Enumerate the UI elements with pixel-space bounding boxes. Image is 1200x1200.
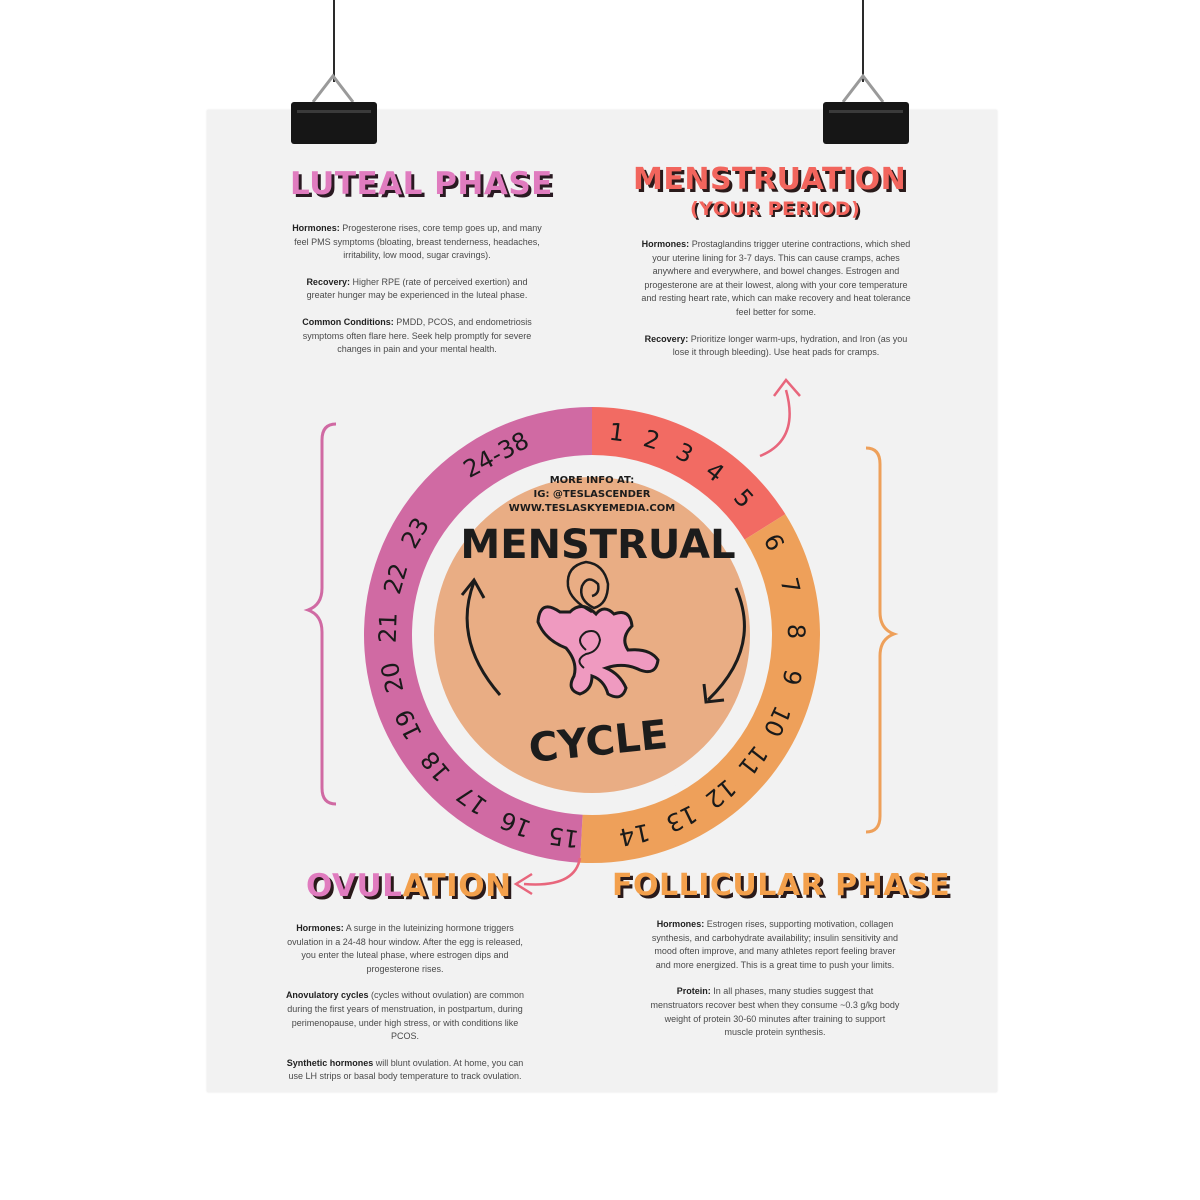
menstruation-hormones: Hormones: Prostaglandins trigger uterine…	[641, 239, 911, 317]
follicular-phase-title: FOLLICULAR PHASE	[612, 868, 951, 903]
ovulation-synthetic: Synthetic hormones will blunt ovulation.…	[286, 1057, 524, 1082]
cycle-arrowhead-right	[702, 683, 725, 704]
hanging-string-left	[333, 0, 335, 82]
ovulation-pointer-arrow	[523, 857, 582, 886]
info-line-3: WWW.TESLASKYEMEDIA.COM	[509, 503, 675, 514]
follicular-bracket	[865, 446, 899, 834]
cycle-arrow-left	[465, 581, 502, 696]
ovulation-title: OVULATION	[306, 868, 512, 904]
menstruation-title: MENSTRUATION	[633, 162, 907, 197]
menstruation-pointer-arrow	[759, 389, 791, 458]
cycle-arrowhead-left	[460, 577, 486, 599]
follicular-hormones: Hormones: Estrogen rises, supporting mot…	[651, 919, 899, 970]
luteal-text-block: Hormones: Progesterone rises, core temp …	[292, 222, 542, 370]
luteal-phase-title: LUTEAL PHASE	[290, 166, 553, 202]
day-label-20: 20	[376, 660, 410, 696]
luteal-conditions: Common Conditions: PMDD, PCOS, and endom…	[302, 316, 532, 355]
day-label-1: 1	[608, 418, 627, 448]
binder-clip-right	[823, 102, 909, 144]
day-label-7: 7	[775, 575, 806, 597]
cycle-arrow-right	[706, 587, 746, 702]
menstruation-subtitle: (YOUR PERIOD)	[690, 198, 861, 220]
follicular-protein: Protein: In all phases, many studies sug…	[650, 986, 900, 1038]
day-label-9: 9	[776, 667, 807, 688]
info-line-2: IG: @TESLASCENDER	[534, 489, 651, 500]
luteal-hormones: Hormones: Progesterone rises, core temp …	[292, 223, 542, 261]
ovulation-text-block: Hormones: A surge in the luteinizing hor…	[280, 922, 530, 1097]
uterus-icon	[536, 560, 660, 699]
day-label-8: 8	[782, 624, 810, 640]
ovulation-title-part-1: OVUL	[306, 868, 403, 904]
luteal-recovery: Recovery: Higher RPE (rate of perceived …	[306, 276, 528, 301]
day-label-15: 15	[547, 821, 581, 853]
binder-clip-left	[291, 102, 377, 144]
info-line-1: MORE INFO AT:	[550, 475, 635, 486]
menstruation-text-block: Hormones: Prostaglandins trigger uterine…	[636, 238, 916, 373]
follicular-text-block: Hormones: Estrogen rises, supporting mot…	[650, 918, 900, 1053]
luteal-bracket	[303, 422, 337, 806]
day-label-14: 14	[617, 818, 653, 852]
follicular-segment	[580, 514, 820, 863]
ovulation-anovulatory: Anovulatory cycles (cycles without ovula…	[285, 990, 525, 1042]
ovulation-title-part-2: ATION	[402, 868, 512, 904]
ovulation-hormones: Hormones: A surge in the luteinizing hor…	[287, 923, 523, 974]
ring-segments	[363, 407, 820, 863]
luteal-segment	[363, 407, 592, 863]
ovulation-pointer-arrowhead	[513, 872, 533, 896]
menstruation-segment	[592, 407, 786, 540]
menstruation-pointer-arrowhead	[773, 378, 801, 397]
center-title-top: MENSTRUAL	[460, 522, 735, 568]
menstruation-recovery: Recovery: Prioritize longer warm-ups, hy…	[644, 333, 908, 358]
hanging-string-right	[862, 0, 864, 82]
day-label-21: 21	[374, 612, 403, 644]
